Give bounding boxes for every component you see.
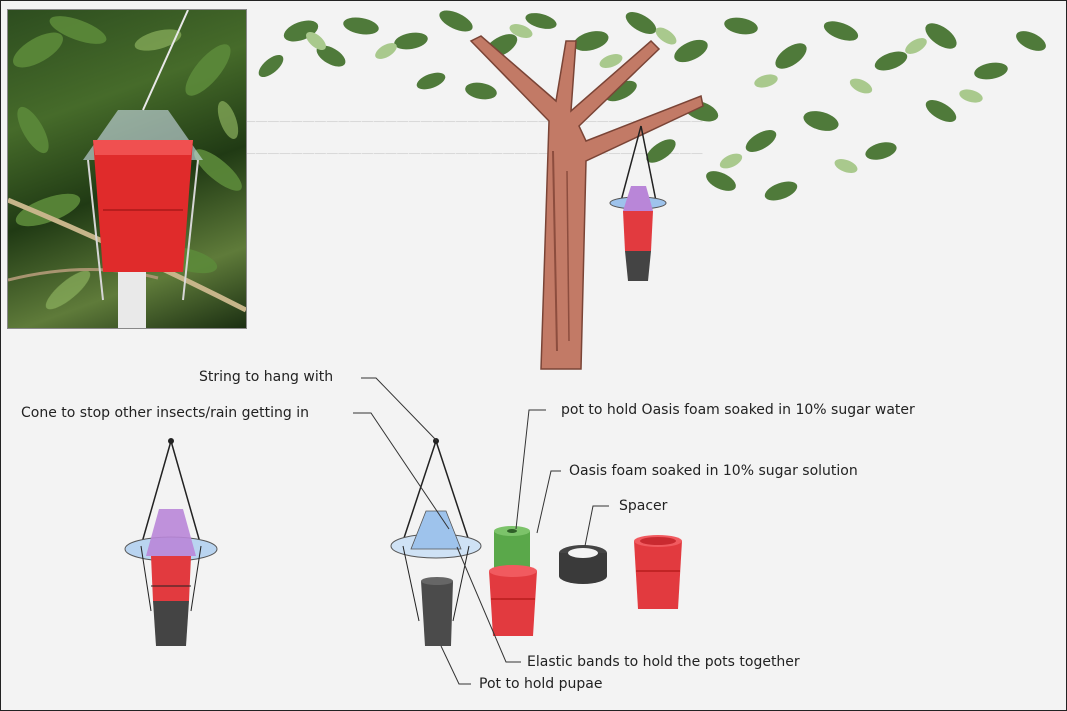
label-spacer: Spacer xyxy=(619,498,667,514)
label-pot-oasis: pot to hold Oasis foam soaked in 10% sug… xyxy=(561,402,915,418)
label-pupae-pot: Pot to hold pupae xyxy=(479,676,602,692)
label-elastic-bands: Elastic bands to hold the pots together xyxy=(527,654,800,670)
label-cone: Cone to stop other insects/rain getting … xyxy=(21,405,309,421)
label-string: String to hang with xyxy=(199,369,333,385)
label-oasis-foam: Oasis foam soaked in 10% sugar solution xyxy=(569,463,858,479)
assembled-trap xyxy=(125,438,217,646)
